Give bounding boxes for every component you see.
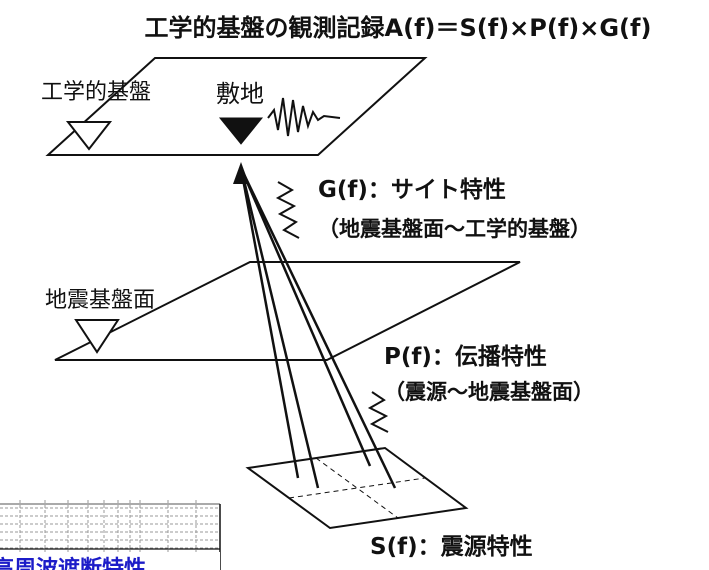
inset-chart: 高周波遮断特性 [0, 500, 222, 570]
site-effect-label: G(f)：サイト特性 [318, 177, 506, 203]
path-wave-icon [367, 391, 389, 433]
arrowhead-icon [233, 162, 249, 184]
site-marker-icon [218, 117, 264, 145]
site-effect-range: （地震基盤面〜工学的基盤） [318, 217, 591, 241]
source-effect-label: S(f)：震源特性 [370, 534, 533, 560]
engineering-bedrock-marker-icon [65, 121, 113, 151]
ray-paths [239, 167, 397, 489]
ray-path [239, 167, 372, 467]
fault-grid-line [315, 457, 399, 519]
engineering-bedrock-label: 工学的基盤 [41, 80, 151, 105]
fault-grid-line [288, 477, 426, 499]
inset-caption: 高周波遮断特性 [0, 556, 146, 570]
seismic-bedrock-marker-icon [74, 319, 120, 354]
site-wave-icon [275, 181, 300, 239]
ray-path [239, 167, 320, 489]
engineering-bedrock-plane [45, 57, 428, 156]
ray-path [239, 167, 397, 489]
seismic-bedrock-label: 地震基盤面 [45, 288, 155, 313]
ray-path [239, 167, 300, 479]
path-effect-label: P(f)：伝播特性 [384, 344, 547, 370]
diagram-title: 工学的基盤の観測記録A(f)＝S(f)×P(f)×G(f) [145, 14, 652, 42]
source-fault-plane [245, 446, 469, 530]
surface-waveform-icon [267, 97, 341, 137]
site-label: 敷地 [216, 80, 264, 108]
seismic-bedrock-plane [54, 261, 521, 361]
path-effect-range: （震源〜地震基盤面） [384, 380, 594, 404]
